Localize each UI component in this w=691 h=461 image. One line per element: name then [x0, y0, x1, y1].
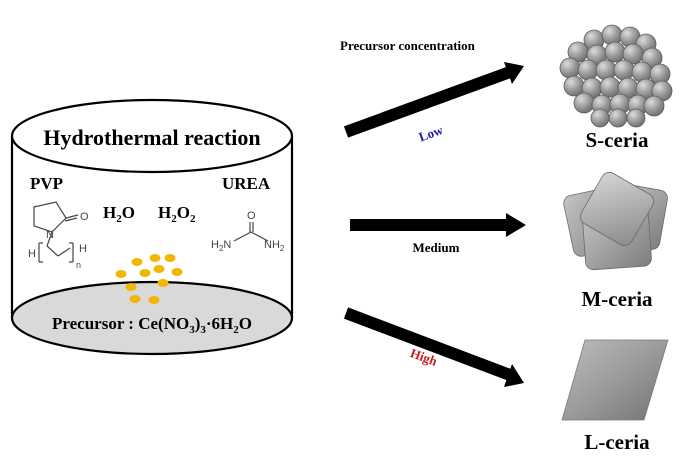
l-ceria-particle — [561, 339, 669, 421]
l-ceria-label: L-ceria — [584, 430, 650, 454]
precursor-formula: Precursor : Ce(NO3)3·6H2O — [52, 314, 252, 336]
peroxide-label: H2O2 — [158, 203, 196, 225]
reactor-title: Hydrothermal reaction — [43, 125, 260, 150]
arrow-medium — [350, 213, 526, 237]
urea-o-atom: O — [247, 210, 256, 222]
arrow-low — [343, 62, 524, 138]
s-ceria-label: S-ceria — [586, 128, 649, 152]
urea-right-amine: NH2 — [264, 239, 285, 253]
m-ceria-particle-cluster — [563, 171, 668, 271]
reactor-top-rim — [10, 98, 294, 174]
pvp-o-atom: O — [80, 211, 89, 223]
urea-structure-icon — [233, 222, 269, 242]
pvp-n-subscript: n — [76, 260, 81, 270]
reactor-vessel — [10, 98, 294, 356]
arrow-medium-label: Medium — [413, 240, 460, 255]
urea-left-amine: H2N — [211, 239, 231, 253]
arrow-low-label: Low — [417, 122, 446, 145]
precursor-dots — [115, 254, 183, 304]
precursor-concentration-label: Precursor concentration — [340, 38, 476, 53]
pvp-h-left: H — [28, 248, 36, 260]
urea-label: UREA — [222, 174, 271, 193]
m-ceria-label: M-ceria — [581, 287, 653, 311]
pvp-h-right: H — [79, 243, 87, 255]
pvp-label: PVP — [30, 174, 63, 193]
pvp-n-atom: N — [46, 229, 54, 241]
arrow-high — [343, 307, 524, 387]
pvp-structure-icon — [33, 201, 79, 263]
water-label: H2O — [103, 203, 135, 225]
s-ceria-particle-cluster — [559, 24, 673, 128]
